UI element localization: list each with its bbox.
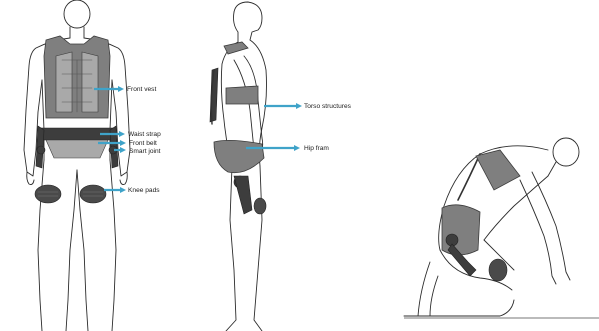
label-hip-frame: Hip fram	[304, 145, 329, 152]
knee-pad-right	[80, 185, 106, 203]
label-front-vest: Front vest	[127, 86, 156, 93]
knee-pad-left	[35, 185, 61, 203]
side-view-figure	[210, 2, 267, 331]
kneeling-figure	[404, 138, 599, 318]
label-smart-joint: Smart joint	[129, 148, 161, 155]
hip-frame-shape	[214, 140, 264, 172]
front-view-figure	[24, 0, 130, 331]
label-torso-structures: Torso structures	[304, 103, 352, 110]
label-front-belt: Front belt	[129, 140, 157, 147]
side-knee-pad	[254, 198, 266, 214]
label-knee-pads: Knee pads	[128, 187, 160, 194]
label-waist-strap: Waist strap	[128, 131, 161, 138]
